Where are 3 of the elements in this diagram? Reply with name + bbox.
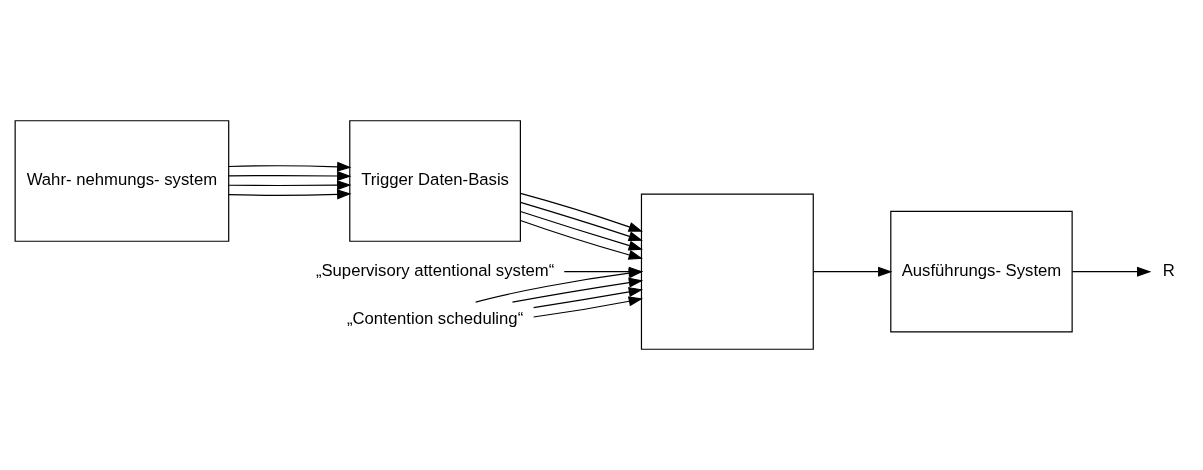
node-text: R [1162, 261, 1175, 281]
node-text: „Supervisory attentional system“ [315, 261, 555, 281]
node-text: „Contention scheduling“ [346, 308, 524, 328]
